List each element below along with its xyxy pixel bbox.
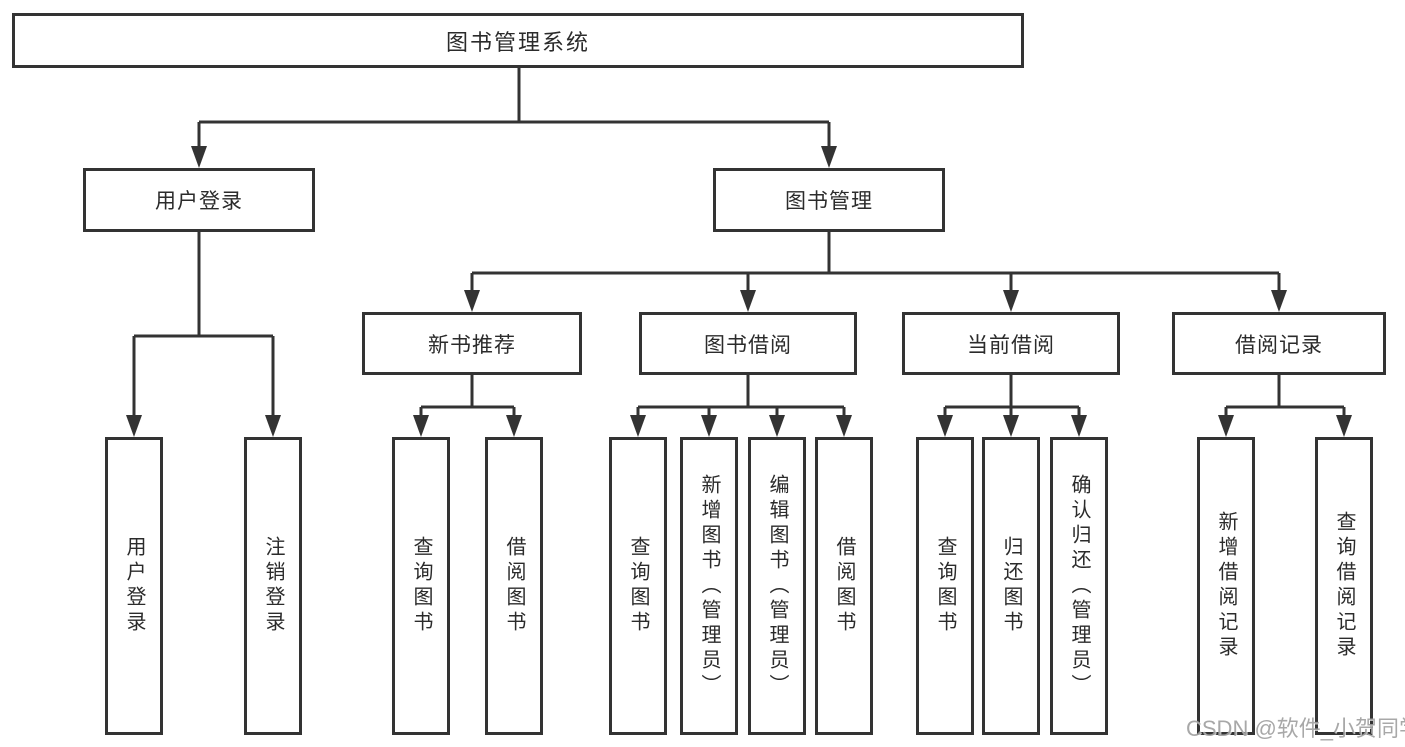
node-user-login: 用户登录 — [83, 168, 315, 232]
csdn-watermark: CSDN @软件_小贺同学 — [1186, 716, 1405, 741]
leaf-borrow-books: 借阅图书 — [815, 437, 873, 735]
leaf-user-login: 用户登录 — [105, 437, 163, 735]
leaf-borrow-books-recommend: 借阅图书 — [485, 437, 543, 735]
leaf-query-books-current: 查询图书 — [916, 437, 974, 735]
leaf-query-books-borrow: 查询图书 — [609, 437, 667, 735]
leaf-edit-books-admin: 编辑图书（管理员） — [748, 437, 806, 735]
node-borrowing-records: 借阅记录 — [1172, 312, 1386, 375]
leaf-query-books-recommend: 查询图书 — [392, 437, 450, 735]
leaf-return-books: 归还图书 — [982, 437, 1040, 735]
leaf-confirm-return-admin: 确认归还（管理员） — [1050, 437, 1108, 735]
node-library-management-system: 图书管理系统 — [12, 13, 1024, 68]
leaf-add-books-admin: 新增图书（管理员） — [680, 437, 738, 735]
node-book-borrowing: 图书借阅 — [639, 312, 857, 375]
node-current-borrowing: 当前借阅 — [902, 312, 1120, 375]
node-book-management: 图书管理 — [713, 168, 945, 232]
leaf-query-borrow-record: 查询借阅记录 — [1315, 437, 1373, 735]
arrowheads — [126, 146, 1352, 437]
connector-paths — [132, 68, 1346, 419]
leaf-logout: 注销登录 — [244, 437, 302, 735]
leaf-add-borrow-record: 新增借阅记录 — [1197, 437, 1255, 735]
node-new-book-recommendation: 新书推荐 — [362, 312, 582, 375]
